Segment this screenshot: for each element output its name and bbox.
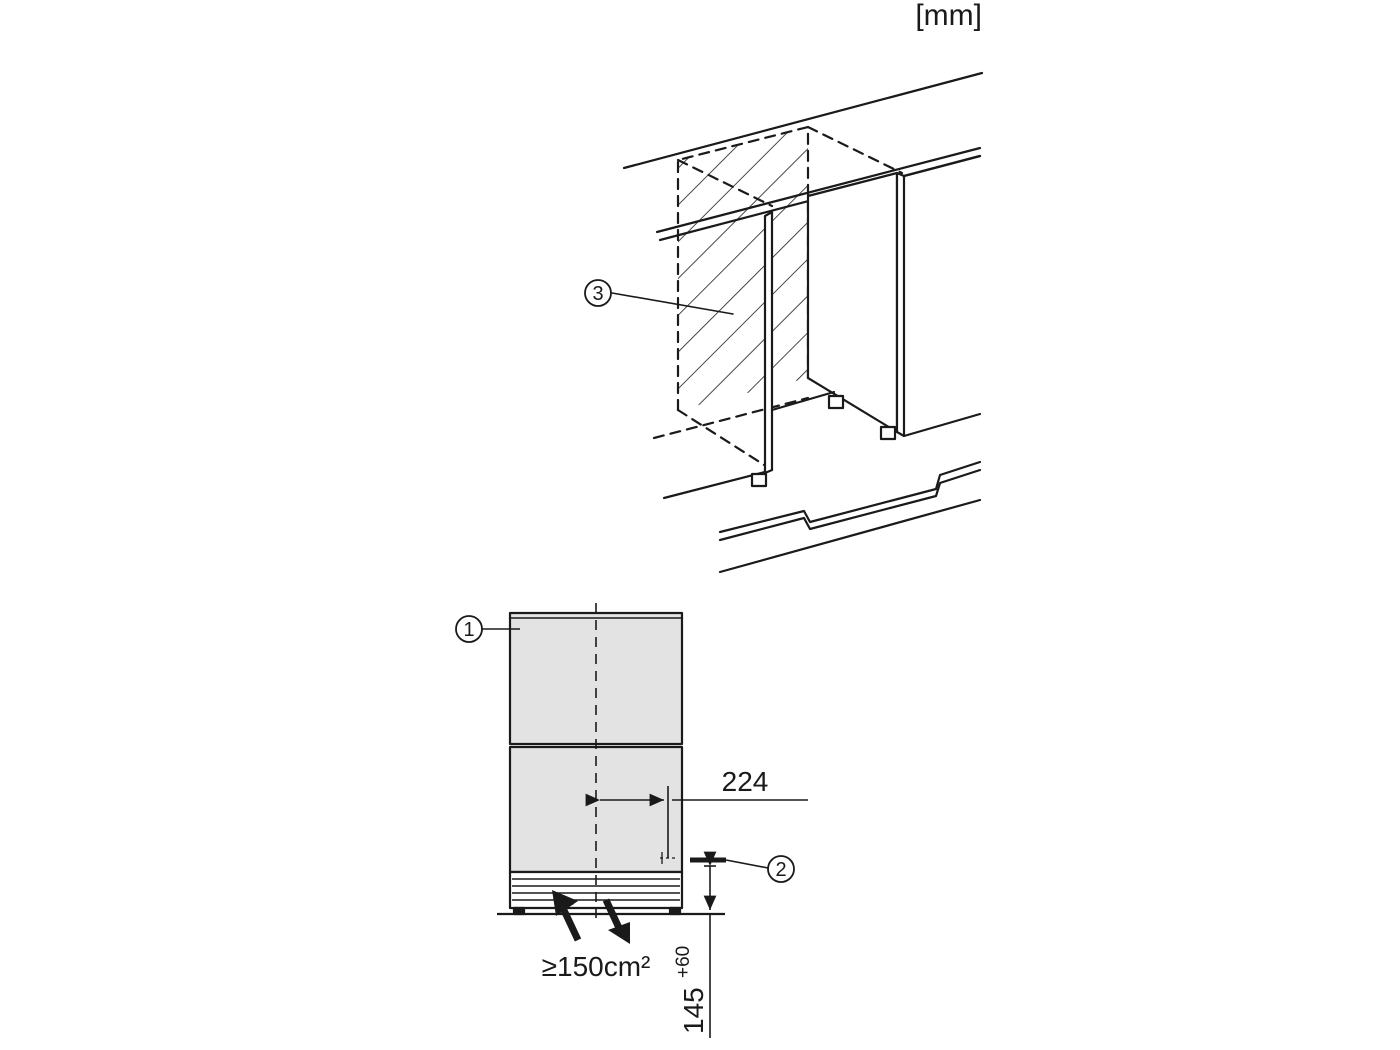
height-dimension-label: 145 +60 xyxy=(673,946,709,1034)
niche-hatched-area xyxy=(678,127,808,410)
air-outlet-arrow xyxy=(602,898,630,944)
svg-text:145: 145 xyxy=(678,987,709,1034)
svg-text:2: 2 xyxy=(775,859,786,881)
perspective-view xyxy=(611,71,984,574)
front-view xyxy=(482,603,808,1038)
svg-text:+60: +60 xyxy=(673,946,694,978)
callout-2: 2 xyxy=(767,855,795,883)
svg-text:3: 3 xyxy=(592,283,603,305)
unit-label: [mm] xyxy=(915,0,982,32)
vent-area-label: ≥150cm² xyxy=(542,951,651,982)
callout-1: 1 xyxy=(455,615,483,643)
svg-text:1: 1 xyxy=(463,619,474,641)
dimension-offset-label: 224 xyxy=(722,766,769,797)
air-intake-arrow xyxy=(552,890,582,942)
callout-3: 3 xyxy=(584,279,612,307)
